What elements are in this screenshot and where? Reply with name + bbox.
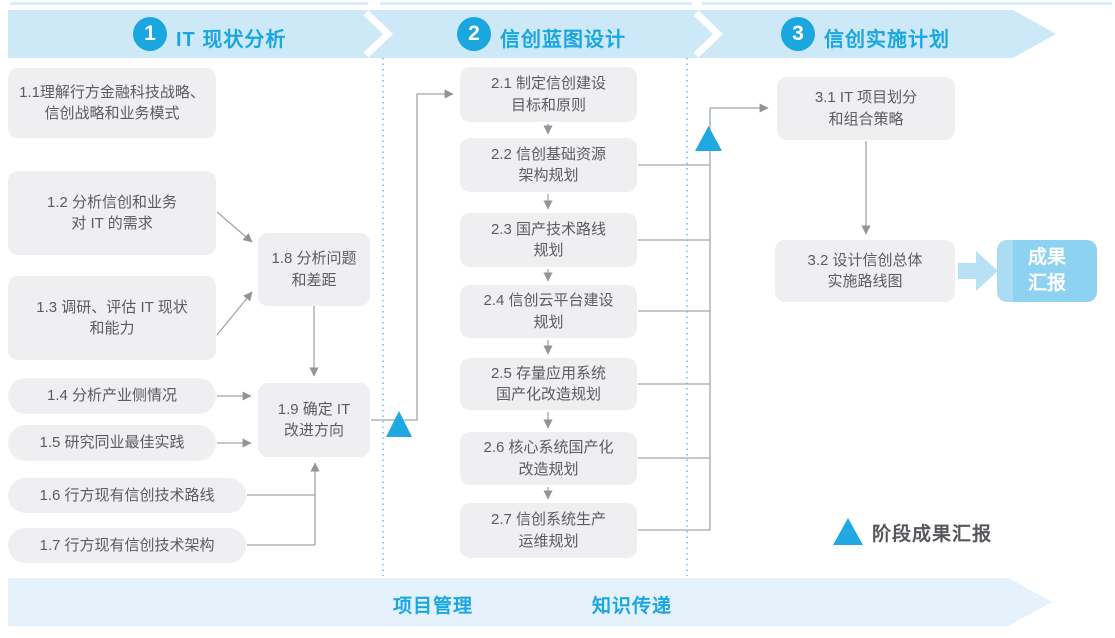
- footer-project-management: 项目管理: [393, 596, 474, 617]
- step-1-5: 1.5 研究同业最佳实践: [8, 425, 216, 461]
- phase-1-number-badge: 1: [133, 17, 167, 51]
- step-1-3: 1.3 调研、评估 IT 现状 和能力: [8, 276, 216, 360]
- result-fat-arrow-icon: [958, 251, 998, 291]
- step-3-1: 3.1 IT 项目划分 和组合策略: [777, 77, 955, 140]
- step-2-4: 2.4 信创云平台建设 规划: [460, 285, 637, 338]
- footer-knowledge-transfer: 知识传递: [592, 596, 673, 617]
- step-2-1: 2.1 制定信创建设 目标和原则: [460, 67, 637, 122]
- phase1-connectors: [216, 89, 454, 546]
- top-accent-line: [380, 2, 692, 5]
- phase-3-number-badge: 3: [781, 17, 815, 51]
- phase-1-title: IT 现状分析: [176, 29, 287, 51]
- phase-3-title: 信创实施计划: [824, 29, 950, 51]
- step-1-7: 1.7 行方现有信创技术架构: [8, 528, 246, 563]
- step-1-2: 1.2 分析信创和业务 对 IT 的需求: [8, 171, 216, 255]
- phase-2-number-badge: 2: [457, 17, 491, 51]
- result-report-box: 成果 汇报: [997, 240, 1097, 302]
- phase-header-band: [8, 10, 1056, 58]
- step-2-5: 2.5 存量应用系统 国产化改造规划: [460, 358, 637, 410]
- step-2-7: 2.7 信创系统生产 运维规划: [460, 503, 637, 558]
- legend-triangle-icon: [833, 518, 863, 545]
- top-accent-line: [702, 2, 1112, 5]
- band-chevron-separator-icon: [363, 10, 394, 58]
- legend-label: 阶段成果汇报: [872, 524, 993, 545]
- step-1-9: 1.9 确定 IT 改进方向: [258, 383, 370, 457]
- step-1-4: 1.4 分析产业侧情况: [8, 378, 216, 414]
- footer-band: [8, 578, 1052, 626]
- band-chevron-separator-icon: [693, 10, 724, 58]
- milestone-triangle-icon: [386, 411, 412, 437]
- top-accent-line: [10, 2, 368, 5]
- step-2-6: 2.6 核心系统国产化 改造规划: [460, 432, 637, 485]
- step-1-1: 1.1理解行方金融科技战略、 信创战略和业务模式: [8, 68, 216, 138]
- phase2-to-phase3-bus: [638, 103, 871, 531]
- step-2-2: 2.2 信创基础资源 架构规划: [460, 138, 637, 192]
- phase-2-title: 信创蓝图设计: [500, 29, 626, 51]
- step-2-3: 2.3 国产技术路线 规划: [460, 213, 637, 267]
- step-3-2: 3.2 设计信创总体 实施路线图: [775, 240, 955, 302]
- step-1-8: 1.8 分析问题 和差距: [258, 233, 370, 306]
- step-1-6: 1.6 行方现有信创技术路线: [8, 478, 246, 513]
- milestone-triangle-icon: [695, 126, 722, 151]
